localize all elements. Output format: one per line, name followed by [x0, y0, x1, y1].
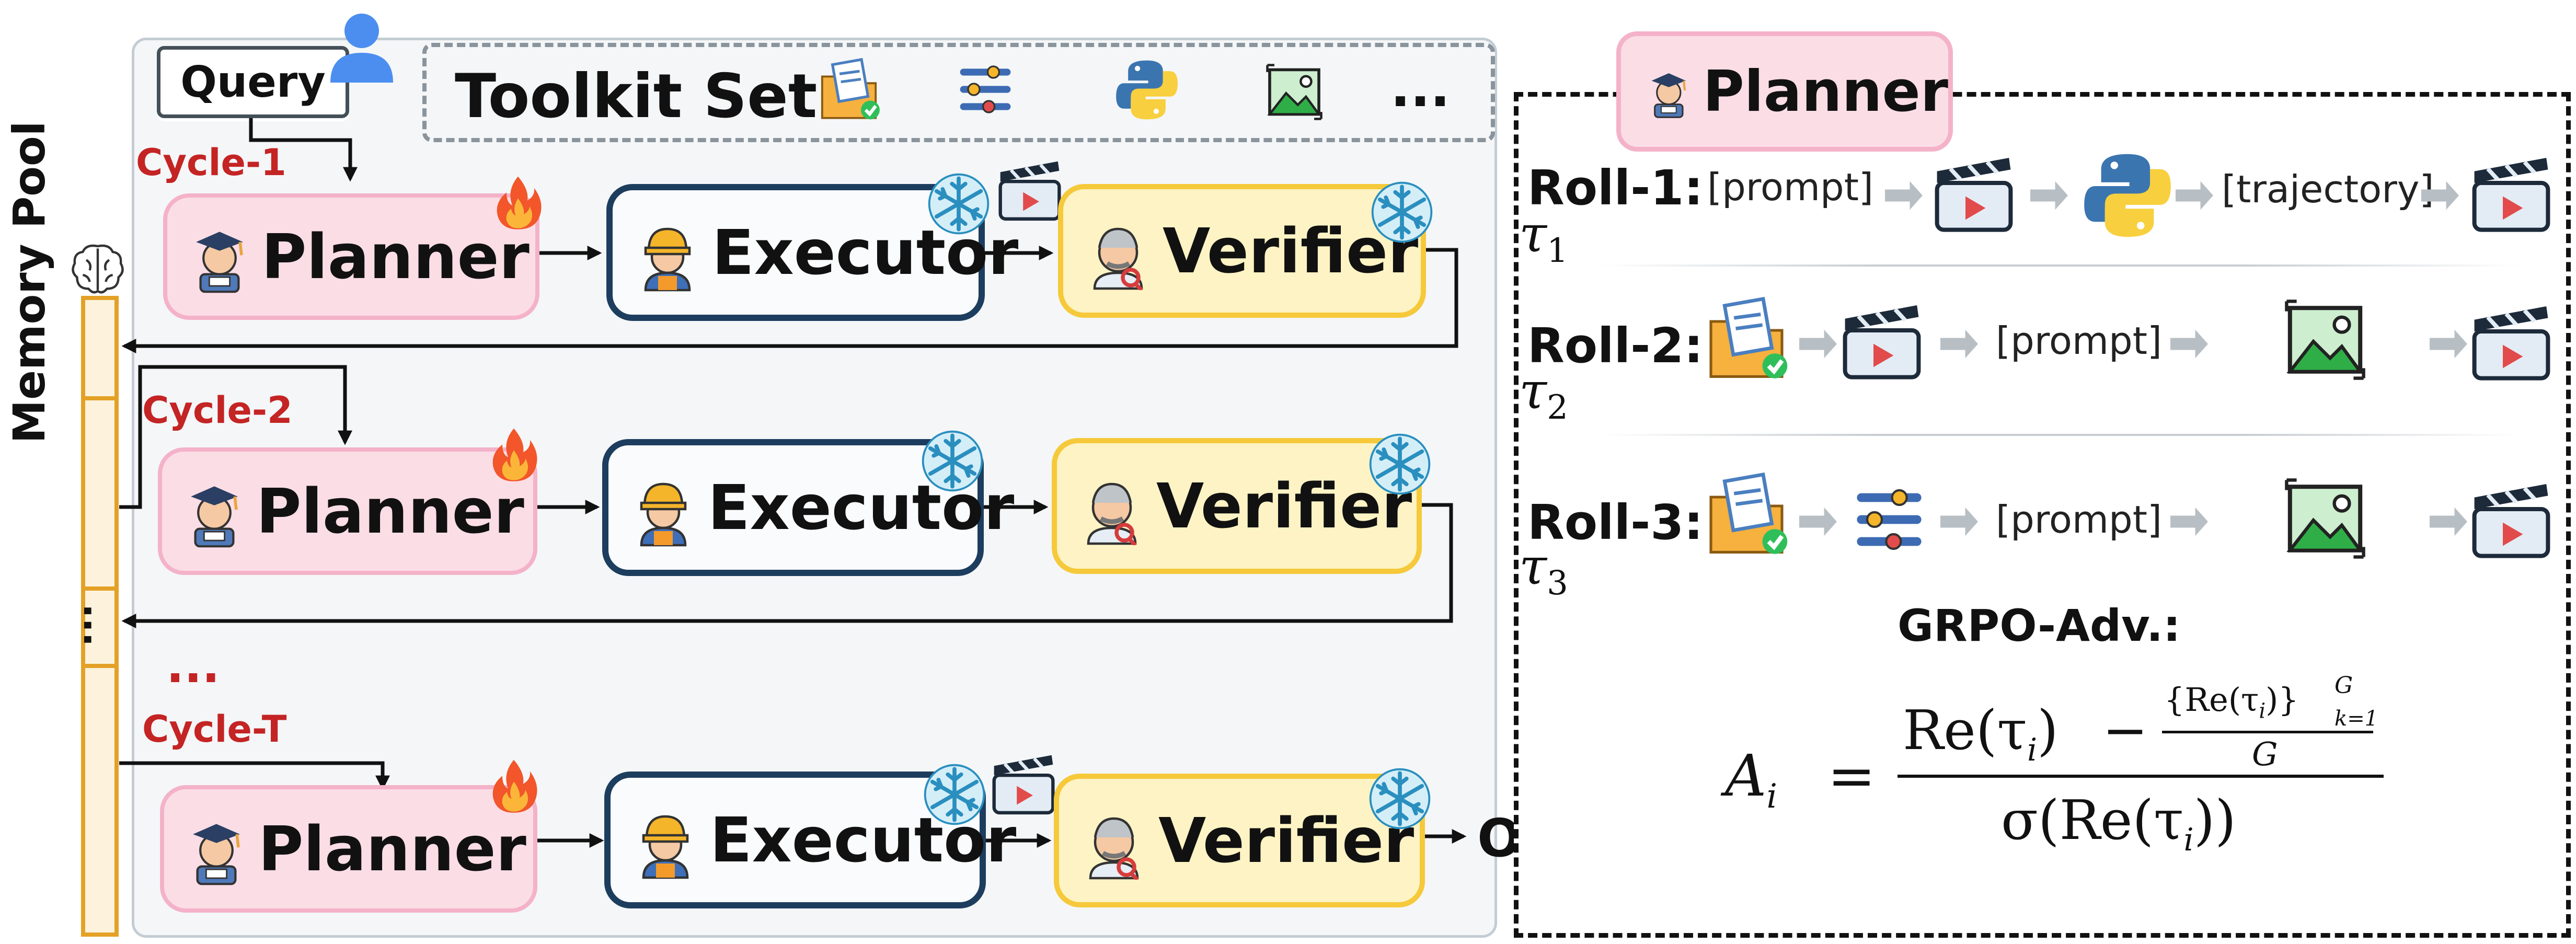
formula-equals: = — [1827, 742, 1876, 809]
image-icon — [2279, 298, 2371, 382]
doctor-icon — [1073, 467, 1151, 545]
snowflake-icon — [1366, 431, 1433, 498]
snowflake-icon — [1368, 179, 1435, 246]
gray-arrow — [1799, 329, 1837, 359]
formula-main-bar — [1898, 775, 2384, 778]
doctor-icon — [1079, 212, 1157, 290]
fire-icon — [497, 176, 542, 229]
worker-icon — [626, 801, 705, 879]
verifier-box: Verifier — [1058, 184, 1426, 318]
tau-symbol: τ2 — [1519, 362, 1568, 428]
doctor-icon — [1075, 801, 1153, 880]
clapperboard-icon — [2469, 476, 2553, 559]
roll-label: Roll-2: — [1527, 318, 1704, 374]
formula-denominator: σ(Re(τi)) — [2001, 788, 2236, 858]
gray-arrow — [2030, 181, 2068, 210]
cycle-label: Cycle-T — [142, 708, 287, 751]
formula-inner-den: G — [2252, 735, 2278, 773]
verifier-label: Verifier — [1158, 804, 1414, 877]
memory-divider — [81, 664, 119, 668]
formula-inner-sup: G — [2334, 672, 2353, 699]
sliders-icon — [1842, 483, 1936, 556]
gray-arrow — [2176, 181, 2213, 210]
image-icon — [2279, 477, 2371, 560]
cycle-label: Cycle-2 — [142, 389, 293, 432]
roll-separator — [1600, 434, 2520, 436]
memory-pool — [81, 296, 119, 937]
document-check-icon — [1702, 295, 1791, 384]
python-icon — [2084, 154, 2171, 237]
grpo-panel — [1514, 92, 2571, 938]
document-check-icon — [1702, 470, 1791, 559]
snowflake-icon — [925, 170, 992, 237]
worker-icon — [624, 468, 703, 547]
workflow-connectors — [119, 118, 1467, 848]
formula-minus: − — [2102, 698, 2148, 762]
gray-arrow — [2430, 329, 2467, 359]
toolkit-set-label: Toolkit Set: — [455, 61, 842, 132]
clapperboard-icon — [996, 155, 1063, 222]
memory-divider — [81, 396, 119, 400]
graduate-icon — [178, 475, 251, 548]
grpo-label: GRPO-Adv.: — [1898, 600, 2181, 651]
roll-label: Roll-1: — [1527, 160, 1704, 216]
graduate-icon — [1642, 52, 1696, 131]
clapperboard-icon — [1932, 149, 2016, 233]
snowflake-icon — [919, 428, 986, 494]
tau-symbol: τ1 — [1519, 205, 1568, 271]
toolkit-more: ... — [1390, 57, 1450, 119]
gray-arrow — [1940, 507, 1978, 536]
query-box: Query — [157, 46, 349, 118]
planner-header-label: Planner — [1703, 59, 1948, 124]
formula-numerator: Re(τi) — [1903, 698, 2058, 768]
gray-arrow — [1799, 507, 1837, 536]
formula-inner-sub: k=1 — [2334, 707, 2378, 731]
prompt-token: [prompt] — [1996, 498, 2163, 542]
clapperboard-icon — [2469, 149, 2553, 233]
cycle-label: Cycle-1 — [136, 141, 286, 184]
tau-symbol: τ3 — [1519, 537, 1568, 603]
gray-arrow — [1940, 329, 1978, 359]
gray-arrow — [2170, 329, 2208, 359]
planner-label: Planner — [256, 475, 524, 547]
executor-box: Executor — [602, 439, 1014, 576]
planner-label: Planner — [258, 813, 526, 885]
snowflake-icon — [1366, 765, 1433, 832]
formula-inner-fraction: {Re(τi)} G k=1 G — [2159, 672, 2378, 773]
verifier-box: Verifier — [1052, 438, 1422, 574]
planner-box: Planner — [163, 193, 539, 320]
verifier-label: Verifier — [1156, 470, 1412, 542]
gray-arrow — [2170, 507, 2208, 536]
planner-box: Planner — [160, 785, 537, 913]
gray-arrow — [1885, 181, 1923, 210]
prompt-token: [prompt] — [1996, 319, 2163, 363]
clapperboard-icon — [1840, 297, 1924, 381]
worker-icon — [628, 213, 707, 292]
grpo-formula: Ai = Re(τi) − {Re(τi)} G k=1 G σ(Re(τi)) — [1725, 672, 2405, 878]
fire-icon — [492, 759, 537, 813]
trajectory-token: [trajectory] — [2222, 167, 2434, 211]
gray-arrow — [2421, 181, 2459, 210]
memory-divider — [81, 586, 119, 591]
roll-label: Roll-3: — [1527, 494, 1704, 550]
formula-inner-bar — [2162, 731, 2373, 733]
fire-icon — [492, 428, 537, 481]
clapperboard-icon — [990, 749, 1057, 815]
cycles-ellipsis: ... — [166, 639, 220, 694]
snowflake-icon — [921, 761, 988, 828]
planner-header-box: Planner — [1616, 31, 1953, 152]
executor-box: Executor — [606, 184, 1018, 321]
verifier-box: Verifier — [1054, 774, 1425, 907]
graduate-icon — [183, 220, 256, 293]
clapperboard-icon — [2469, 298, 2553, 382]
prompt-token: [prompt] — [1707, 165, 1874, 209]
planner-label: Planner — [261, 221, 530, 293]
formula-lhs: Ai — [1725, 742, 1777, 816]
roll-separator — [1600, 264, 2520, 267]
gray-arrow — [2430, 507, 2467, 536]
planner-box: Planner — [158, 447, 537, 575]
executor-box: Executor — [604, 772, 1016, 908]
graduate-icon — [180, 812, 253, 885]
